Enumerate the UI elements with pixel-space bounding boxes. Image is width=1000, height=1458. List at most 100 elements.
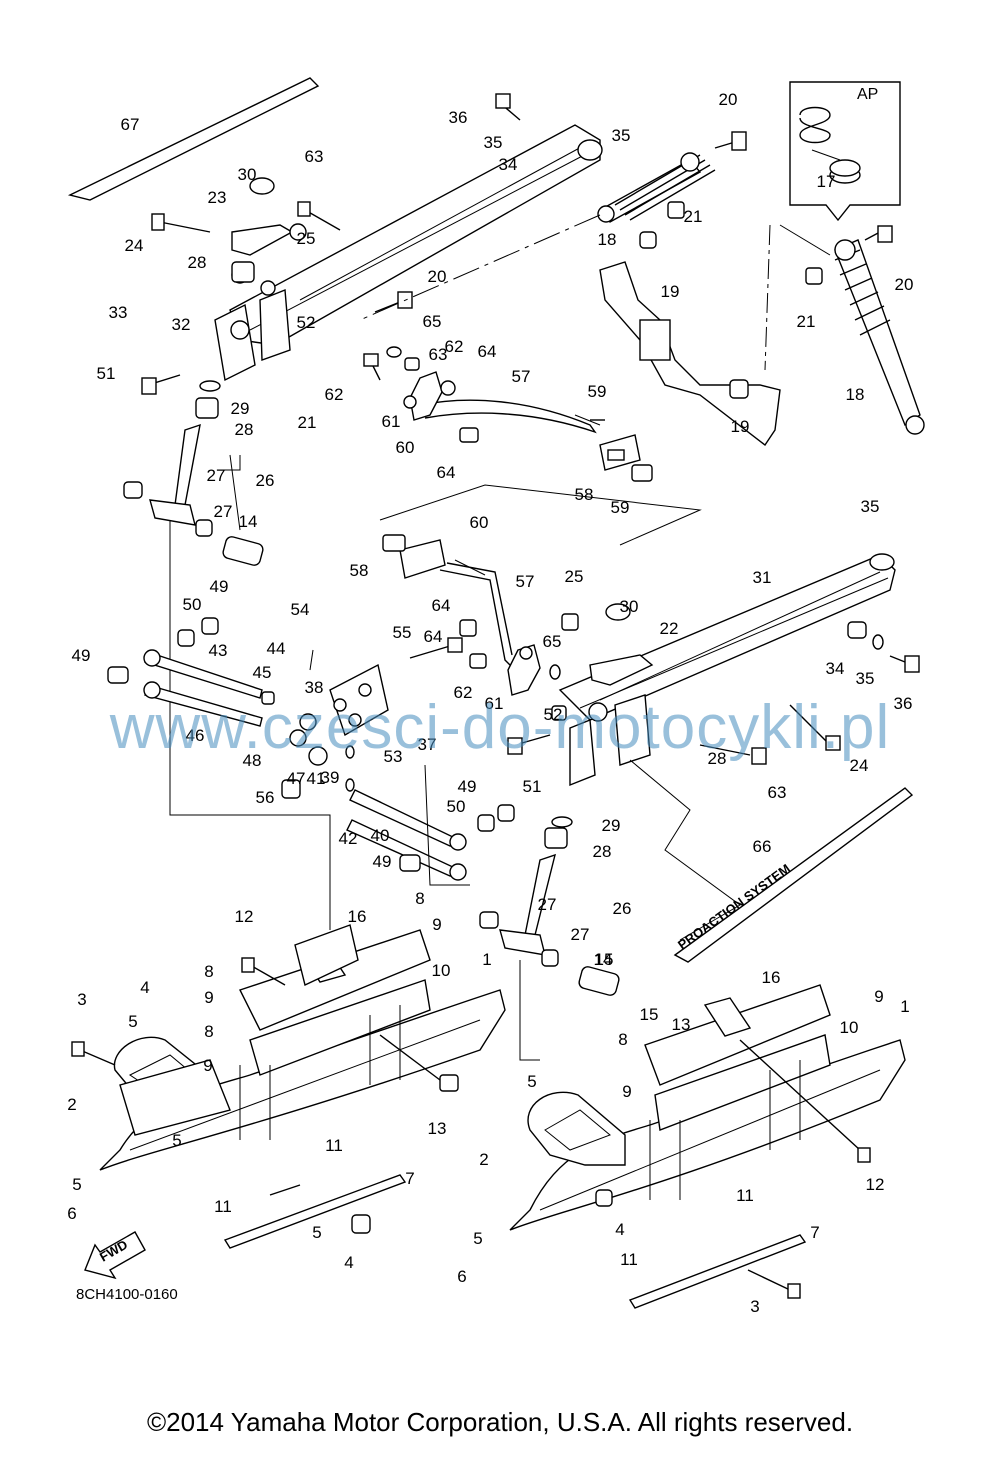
callout-54: 54 bbox=[291, 600, 310, 619]
callout-64: 64 bbox=[437, 463, 456, 482]
callout-28: 28 bbox=[708, 749, 727, 768]
callout-25: 25 bbox=[565, 567, 584, 586]
callout-30: 30 bbox=[238, 165, 257, 184]
callout-65: 65 bbox=[423, 312, 442, 331]
callout-58: 58 bbox=[575, 485, 594, 504]
callout-5: 5 bbox=[172, 1131, 181, 1150]
callout-35: 35 bbox=[856, 669, 875, 688]
callout-9: 9 bbox=[203, 1056, 212, 1075]
callout-49: 49 bbox=[373, 852, 392, 871]
callout-12: 12 bbox=[235, 907, 254, 926]
callout-26: 26 bbox=[256, 471, 275, 490]
callout-41: 41 bbox=[307, 769, 326, 788]
callout-50: 50 bbox=[183, 595, 202, 614]
callout-48: 48 bbox=[243, 751, 262, 770]
callout-64: 64 bbox=[424, 627, 443, 646]
callout-61: 61 bbox=[485, 694, 504, 713]
callout-19: 19 bbox=[661, 282, 680, 301]
callout-22: 22 bbox=[660, 619, 679, 638]
callout-28: 28 bbox=[188, 253, 207, 272]
callout-50: 50 bbox=[447, 797, 466, 816]
callout-27: 27 bbox=[571, 925, 590, 944]
callout-24: 24 bbox=[125, 236, 144, 255]
callout-35: 35 bbox=[612, 126, 631, 145]
callout-67: 67 bbox=[121, 115, 140, 134]
callout-28: 28 bbox=[235, 420, 254, 439]
callout-59: 59 bbox=[611, 498, 630, 517]
callout-19: 19 bbox=[731, 417, 750, 436]
callout-38: 38 bbox=[305, 678, 324, 697]
callout-15: 15 bbox=[640, 1005, 659, 1024]
callout-60: 60 bbox=[396, 438, 415, 457]
callout-12: 12 bbox=[866, 1175, 885, 1194]
callout-49: 49 bbox=[210, 577, 229, 596]
callout-53: 53 bbox=[384, 747, 403, 766]
callout-42: 42 bbox=[339, 829, 358, 848]
callout-3: 3 bbox=[77, 990, 86, 1009]
callout-62: 62 bbox=[454, 683, 473, 702]
callout-8: 8 bbox=[204, 962, 213, 981]
callout-39: 39 bbox=[321, 768, 340, 787]
callout-25: 25 bbox=[297, 229, 316, 248]
callout-64: 64 bbox=[478, 342, 497, 361]
callout-63: 63 bbox=[429, 345, 448, 364]
decal-66-shape bbox=[673, 787, 914, 963]
callout-17: 17 bbox=[817, 172, 836, 191]
callout-62: 62 bbox=[325, 385, 344, 404]
callout-15: 15 bbox=[595, 950, 614, 969]
callout-10: 10 bbox=[432, 961, 451, 980]
callout-60: 60 bbox=[470, 513, 489, 532]
callout-26: 26 bbox=[613, 899, 632, 918]
callout-35: 35 bbox=[484, 133, 503, 152]
callout-9: 9 bbox=[204, 988, 213, 1007]
callout-9: 9 bbox=[432, 915, 441, 934]
callout-28: 28 bbox=[593, 842, 612, 861]
callout-18: 18 bbox=[846, 385, 865, 404]
callout-6: 6 bbox=[67, 1204, 76, 1223]
callout-66: 66 bbox=[753, 837, 772, 856]
callout-14: 14 bbox=[239, 512, 258, 531]
callout-4: 4 bbox=[140, 978, 149, 997]
callout-11: 11 bbox=[325, 1136, 343, 1155]
callout-3: 3 bbox=[750, 1297, 759, 1316]
callout-29: 29 bbox=[602, 816, 621, 835]
callout-10: 10 bbox=[840, 1018, 859, 1037]
callout-16: 16 bbox=[348, 907, 367, 926]
part-code: 8CH4100-0160 bbox=[76, 1286, 178, 1303]
callout-32: 32 bbox=[172, 315, 191, 334]
callout-11: 11 bbox=[736, 1186, 754, 1205]
callout-27: 27 bbox=[538, 895, 557, 914]
callout-51: 51 bbox=[523, 777, 542, 796]
callout-30: 30 bbox=[620, 597, 639, 616]
decal-67-shape bbox=[67, 77, 320, 201]
callout-51: 51 bbox=[97, 364, 116, 383]
fwd-arrow-icon: FWD bbox=[84, 1231, 146, 1280]
callout-58: 58 bbox=[350, 561, 369, 580]
callout-4: 4 bbox=[344, 1253, 353, 1272]
callout-11: 11 bbox=[620, 1250, 638, 1269]
callout-62: 62 bbox=[445, 337, 464, 356]
callout-27: 27 bbox=[214, 502, 233, 521]
callout-13: 13 bbox=[672, 1015, 691, 1034]
callout-5: 5 bbox=[72, 1175, 81, 1194]
callout-40: 40 bbox=[371, 826, 390, 845]
callout-52: 52 bbox=[544, 705, 563, 724]
decal-66-text: PROACTION SYSTEM bbox=[675, 861, 793, 953]
callout-49: 49 bbox=[72, 646, 91, 665]
callout-7: 7 bbox=[810, 1223, 819, 1242]
callout-9: 9 bbox=[874, 987, 883, 1006]
callout-14: 14 bbox=[594, 950, 613, 969]
callout-35: 35 bbox=[861, 497, 880, 516]
callout-20: 20 bbox=[719, 90, 738, 109]
watermark: www.czesci-do-motocykli.pl bbox=[109, 693, 891, 762]
callout-2: 2 bbox=[479, 1150, 488, 1169]
callout-5: 5 bbox=[527, 1072, 536, 1091]
callout-20: 20 bbox=[428, 267, 447, 286]
callout-59: 59 bbox=[588, 382, 607, 401]
callout-23: 23 bbox=[208, 188, 227, 207]
callout-57: 57 bbox=[512, 367, 531, 386]
callout-56: 56 bbox=[256, 788, 275, 807]
callout-6: 6 bbox=[457, 1267, 466, 1286]
